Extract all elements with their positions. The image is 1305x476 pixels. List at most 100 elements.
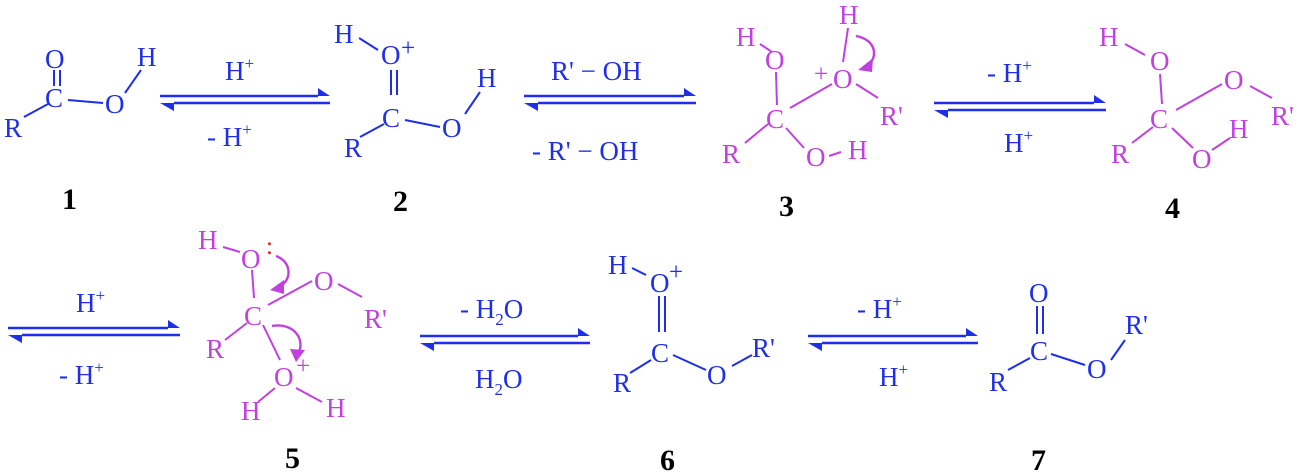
bond <box>744 123 769 144</box>
compound-number-2: 2 <box>393 185 408 218</box>
arrowhead <box>318 88 330 96</box>
atom-H: H <box>477 63 497 93</box>
compound-4: H O C R O H O R' <box>1099 22 1294 174</box>
arrowhead <box>934 110 948 118</box>
bond <box>262 324 281 361</box>
step3-bottom-reagent: H+ <box>1004 126 1033 158</box>
equilibrium-arrow-5 <box>420 328 590 351</box>
atom-C: C <box>1150 104 1168 134</box>
atom-O: O <box>274 362 294 392</box>
step2-top-reagent: R' − OH <box>551 56 642 86</box>
bond <box>731 354 753 367</box>
compound-1: O C R O H <box>4 42 157 143</box>
atom-O: O <box>241 244 261 274</box>
atom-O: O <box>650 268 670 298</box>
compound-number-6: 6 <box>660 444 675 476</box>
atom-Rp: R' <box>752 333 775 363</box>
equilibrium-arrow-3 <box>934 95 1106 118</box>
atom-O: O <box>45 44 65 74</box>
compound-number-3: 3 <box>779 190 794 223</box>
bond <box>23 103 49 118</box>
arrowhead <box>808 343 822 351</box>
atom-H: H <box>608 250 628 280</box>
bond <box>251 269 255 299</box>
arrowhead <box>420 343 434 351</box>
atom-O: O <box>765 45 785 75</box>
atom-C: C <box>1030 336 1048 366</box>
compound-number-5: 5 <box>285 442 300 475</box>
compound-5: H O : C R O R' O + H H <box>198 225 387 426</box>
compound-number-7: 7 <box>1031 444 1046 476</box>
bond <box>1124 43 1146 56</box>
atom-H: H <box>736 22 756 52</box>
atom-O: O <box>1150 46 1170 76</box>
equilibrium-arrow-2 <box>524 88 696 111</box>
atom-R: R <box>613 368 631 398</box>
arrowhead <box>524 103 538 111</box>
atom-O: O <box>1224 65 1244 95</box>
arrowhead <box>160 103 174 111</box>
bond <box>775 71 778 106</box>
bond <box>1007 357 1031 371</box>
bond <box>842 27 849 63</box>
arrowhead <box>578 328 590 336</box>
bond <box>404 119 441 128</box>
atom-O: O <box>1192 144 1212 174</box>
atom-C: C <box>244 301 262 331</box>
atom-Rp: R' <box>1125 310 1148 340</box>
arrowhead <box>966 328 978 336</box>
arrowhead <box>858 58 873 72</box>
bond <box>337 283 363 298</box>
arrowhead <box>684 88 696 96</box>
bond <box>1131 126 1154 144</box>
step3-top-reagent: - H+ <box>987 56 1032 88</box>
lone-pair: : <box>266 233 273 260</box>
step6-top-reagent: - H+ <box>857 292 902 324</box>
atom-H: H <box>848 135 868 165</box>
atom-H: H <box>839 0 859 30</box>
atom-O: O <box>1029 278 1049 308</box>
atom-C: C <box>45 83 63 113</box>
atom-O: O <box>105 89 125 119</box>
compound-3: H O C R O H + O H R' <box>722 0 903 172</box>
atom-H: H <box>1099 22 1119 52</box>
step4-bottom-reagent: - H+ <box>59 358 104 390</box>
atom-R: R <box>4 113 22 143</box>
arrowhead <box>270 280 284 294</box>
step6-bottom-reagent: H+ <box>879 360 908 392</box>
atom-R: R <box>989 367 1007 397</box>
bond <box>1110 339 1126 361</box>
compound-number-4: 4 <box>1165 192 1180 225</box>
atom-O: O <box>314 266 334 296</box>
bond <box>1050 353 1086 366</box>
atom-R: R <box>1111 139 1129 169</box>
bond <box>464 91 481 115</box>
bond <box>67 99 104 104</box>
equilibrium-arrow-1 <box>160 88 330 111</box>
charge-plus: + <box>669 259 683 286</box>
atom-H: H <box>334 19 354 49</box>
atom-R: R <box>206 334 224 364</box>
bond <box>828 151 842 157</box>
bond <box>224 322 248 341</box>
atom-C: C <box>766 104 784 134</box>
bond <box>295 387 323 403</box>
bond <box>124 69 142 94</box>
step4-top-reagent: H+ <box>76 286 105 318</box>
bond <box>222 246 241 253</box>
step1-top-reagent: H+ <box>225 54 254 86</box>
bond <box>1175 83 1223 111</box>
bond <box>1249 85 1273 99</box>
atom-R: R <box>722 139 740 169</box>
atom-O: O <box>707 360 727 390</box>
bond <box>1171 127 1194 149</box>
atom-H: H <box>326 393 346 423</box>
equilibrium-arrow-6 <box>808 328 978 351</box>
arrowhead <box>290 349 305 362</box>
atom-Rp: R' <box>880 101 903 131</box>
compound-number-1: 1 <box>62 183 77 216</box>
bond <box>1159 73 1163 105</box>
atom-R: R <box>344 133 362 163</box>
